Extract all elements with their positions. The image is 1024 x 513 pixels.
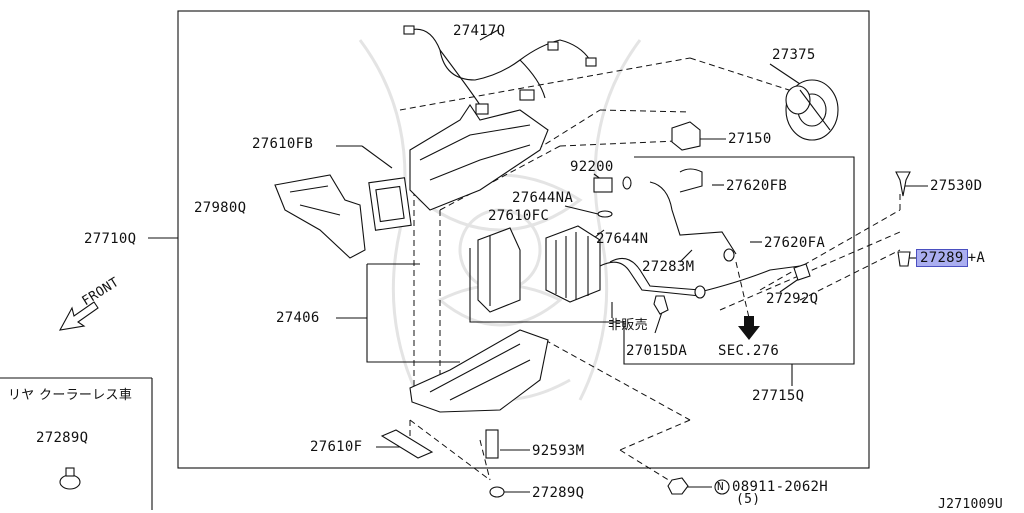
- drain-pan-27406: [409, 329, 549, 413]
- duct-27980Q: [274, 174, 366, 259]
- callout-27150: 27150: [728, 131, 772, 147]
- callout-27644NA: 27644NA: [512, 190, 574, 206]
- callout-27644N: 27644N: [596, 231, 649, 247]
- callout-92593M: 92593M: [532, 443, 585, 459]
- resistor-27150: [671, 121, 701, 151]
- callout-27610FB: 27610FB: [252, 136, 314, 152]
- callout-27375: 27375: [772, 47, 816, 63]
- callout-27530D: 27530D: [930, 178, 983, 194]
- front-arrow: [58, 301, 99, 331]
- main-frame: [177, 10, 870, 469]
- callout-08911-2062H: 08911-2062H: [732, 479, 829, 495]
- callout-27406: 27406: [276, 310, 320, 326]
- pipes: [599, 168, 811, 315]
- callout-27292Q: 27292Q: [766, 291, 819, 307]
- callout-27610F: 27610F: [310, 439, 363, 455]
- callout-27610FC: 27610FC: [488, 208, 550, 224]
- harness-27417Q: [403, 25, 597, 115]
- unit-upper-duct: [368, 104, 549, 231]
- hose-92593M: [485, 429, 499, 459]
- valve-92200: [593, 176, 632, 218]
- evaporator-27610FC: [477, 227, 521, 313]
- nut-08911-2062H: [667, 477, 730, 495]
- callout-27289Q: 27289Q: [532, 485, 585, 501]
- callout-27710Q: 27710Q: [84, 231, 137, 247]
- inset-part-27289Q: 27289Q: [36, 430, 89, 446]
- callout-27620FA: 27620FA: [764, 235, 826, 251]
- callout-92200: 92200: [570, 159, 614, 175]
- callout-08911-qty: (5): [736, 492, 761, 507]
- seal-27610F: [380, 429, 434, 459]
- inset-title: リヤ クーラーレス車: [8, 388, 133, 403]
- callout-27015DA: 27015DA: [626, 343, 688, 359]
- callout-27289-highlight[interactable]: 27289+A: [916, 249, 985, 267]
- callout-27620FB: 27620FB: [726, 178, 788, 194]
- callout-27980Q: 27980Q: [194, 200, 247, 216]
- evaporator-core: [545, 225, 601, 303]
- callout-27715Q: 27715Q: [752, 388, 805, 404]
- grommet-27289: [897, 251, 911, 267]
- blower-motor-27375: [785, 79, 839, 141]
- callout-27283M: 27283M: [642, 259, 695, 275]
- screw-27530D: [895, 171, 911, 197]
- diagram-id: J271009U: [938, 497, 1004, 512]
- grommet-27289Q: [59, 467, 505, 498]
- not-for-sale-label: 非販売: [608, 318, 648, 333]
- callout-08911-circle: N: [717, 480, 724, 493]
- callout-27417Q: 27417Q: [453, 23, 506, 39]
- section-ref: SEC.276: [718, 343, 780, 359]
- sub-frame: [469, 156, 855, 365]
- section-arrow: [738, 316, 760, 340]
